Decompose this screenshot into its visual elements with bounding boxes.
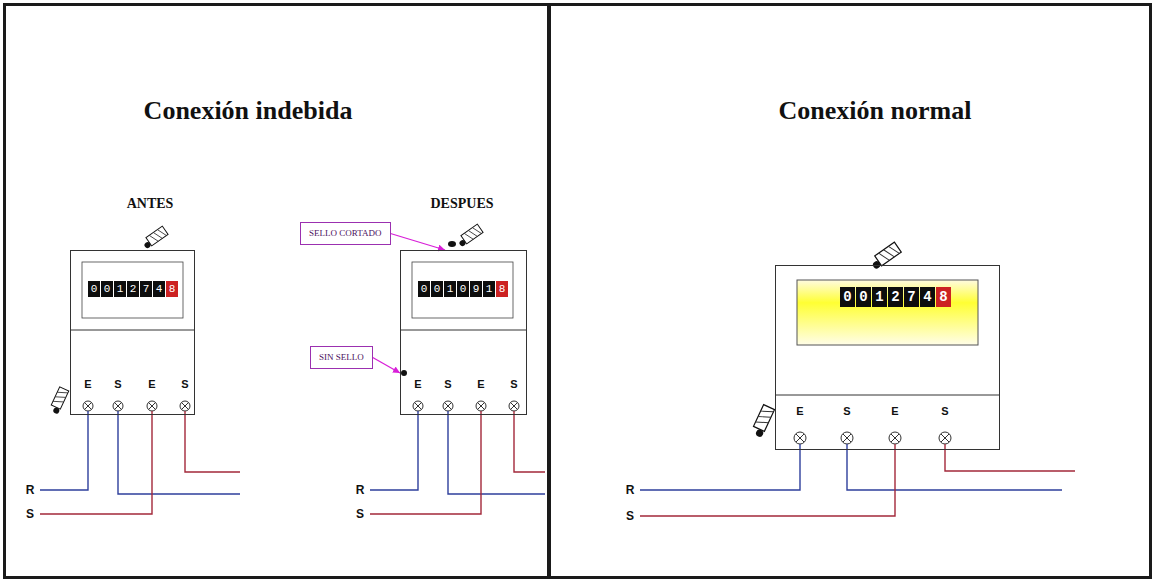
meter-internals bbox=[794, 432, 806, 444]
wires bbox=[370, 411, 481, 514]
terminal-label: E bbox=[84, 377, 91, 391]
meter-title: DESPUES bbox=[430, 196, 493, 212]
terminal-label: S bbox=[843, 404, 850, 418]
meter-internals bbox=[141, 226, 168, 249]
phase-label: S bbox=[26, 507, 34, 521]
meter-internals bbox=[49, 387, 69, 415]
terminal-label: S bbox=[114, 377, 121, 391]
panel-title: Conexión normal bbox=[779, 96, 972, 126]
meter-internals bbox=[443, 401, 453, 411]
wires bbox=[118, 411, 240, 494]
meter-internals bbox=[49, 226, 195, 414]
meter-internals bbox=[400, 330, 527, 331]
wires bbox=[847, 444, 1062, 490]
meter-title: ANTES bbox=[127, 196, 174, 212]
meter-internals bbox=[82, 262, 183, 318]
meter-internals bbox=[83, 401, 93, 411]
phase-label: R bbox=[356, 483, 365, 497]
panel: Conexión indebidaANTES 0012748E S E S SELLO C… bbox=[3, 3, 550, 579]
terminal-label: S bbox=[510, 377, 517, 391]
counter-reading: 0012748 bbox=[843, 287, 955, 307]
meter-internals bbox=[456, 224, 483, 247]
meter-internals bbox=[113, 401, 123, 411]
terminal-label: S bbox=[444, 377, 451, 391]
meter-internals bbox=[509, 401, 519, 411]
callout-text: SIN SELLO bbox=[319, 352, 364, 363]
phase-label: S bbox=[626, 509, 634, 523]
meter-internals bbox=[775, 395, 1000, 396]
meter-internals bbox=[797, 280, 978, 345]
meter-internals bbox=[889, 432, 901, 444]
meter-internals bbox=[401, 370, 407, 376]
meter-internals bbox=[147, 401, 157, 411]
terminal-label: S bbox=[181, 377, 188, 391]
meter-internals bbox=[476, 401, 486, 411]
wires bbox=[640, 444, 800, 490]
wires bbox=[40, 411, 88, 490]
terminal-label: E bbox=[414, 377, 421, 391]
meter-internals bbox=[413, 401, 423, 411]
callout-text: SELLO CORTADO bbox=[309, 228, 382, 239]
energy-meter: ANTES0012748ESES bbox=[70, 250, 195, 415]
callout-box: SIN SELLO bbox=[310, 346, 373, 369]
meter-internals bbox=[841, 432, 853, 444]
wires bbox=[514, 411, 545, 472]
callout-arrow bbox=[391, 234, 446, 251]
wires bbox=[370, 411, 418, 490]
wires bbox=[640, 444, 895, 516]
meter-internals bbox=[400, 224, 527, 411]
terminal-label: E bbox=[148, 377, 155, 391]
energy-meter: DESPUES0010918ESES bbox=[400, 250, 527, 415]
counter-cells bbox=[88, 281, 951, 307]
meter-internals bbox=[180, 401, 190, 411]
terminal-label: E bbox=[796, 404, 803, 418]
terminal-label: E bbox=[477, 377, 484, 391]
terminal-label: S bbox=[941, 404, 948, 418]
wires bbox=[185, 411, 240, 472]
wires bbox=[40, 411, 152, 514]
meter-internals bbox=[70, 330, 195, 331]
wires bbox=[945, 444, 1075, 471]
callout-arrow bbox=[373, 358, 400, 374]
phase-label: R bbox=[626, 483, 635, 497]
meter-internals bbox=[939, 432, 951, 444]
meter-internals bbox=[750, 405, 774, 438]
panel-title: Conexión indebida bbox=[144, 96, 353, 126]
terminal-label: E bbox=[891, 404, 898, 418]
meter-internals bbox=[448, 241, 456, 247]
panel: Conexión normal 0012748E S E S bbox=[548, 3, 1152, 579]
counter-reading: 0012748 bbox=[91, 281, 182, 297]
phase-label: R bbox=[26, 483, 35, 497]
counter-reading: 0010918 bbox=[421, 281, 512, 297]
energy-meter: 0012748E S E S bbox=[775, 265, 1000, 450]
meter-internals bbox=[412, 262, 513, 318]
meter-internals bbox=[750, 242, 1000, 444]
phase-label: S bbox=[356, 507, 364, 521]
callout-box: SELLO CORTADO bbox=[300, 222, 391, 245]
wires bbox=[40, 411, 1075, 516]
wires bbox=[448, 411, 545, 494]
